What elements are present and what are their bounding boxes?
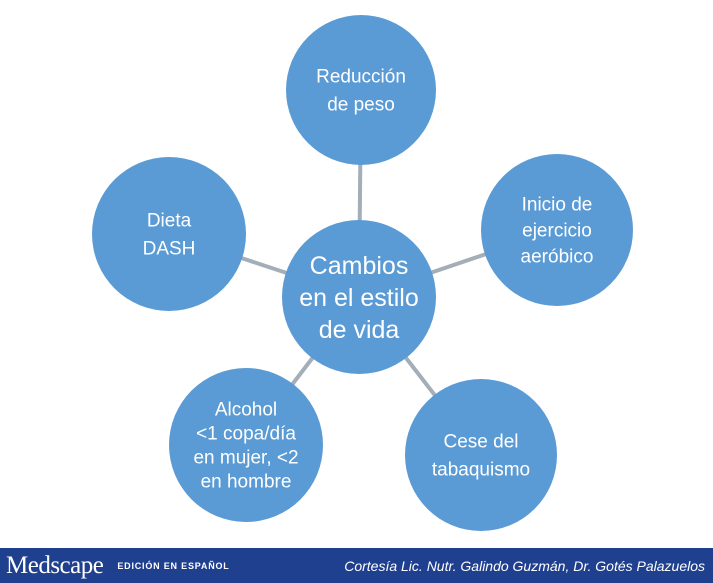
- node-peso-circle: [286, 15, 436, 165]
- node-ejercicio-circle: [481, 154, 633, 306]
- node-ejercicio-label-line: Inicio de: [522, 195, 593, 216]
- node-alcohol-circle: [169, 368, 323, 522]
- node-tabaquismo-circle: [405, 379, 557, 531]
- node-dash-label-line: Dieta: [147, 211, 192, 232]
- connector-ejercicio: [429, 251, 488, 275]
- node-ejercicio: Inicio de ejercicio aeróbico: [481, 154, 633, 306]
- node-tabaquismo: Cese del tabaquismo: [405, 379, 557, 531]
- node-peso-label-line: Reducción: [316, 67, 406, 88]
- node-dash-label-line: DASH: [143, 239, 196, 260]
- node-peso: Reducción de peso: [286, 15, 436, 165]
- node-tabaquismo-label: Cese del tabaquismo: [432, 432, 530, 481]
- node-ejercicio-label: Inicio de ejercicio aeróbico: [521, 195, 594, 268]
- node-alcohol-label-line: en mujer, <2: [193, 448, 298, 469]
- edition-label: EDICIÓN EN ESPAÑOL: [117, 560, 230, 571]
- node-alcohol-label-line: <1 copa/día: [196, 424, 296, 445]
- node-ejercicio-label-line: ejercicio: [522, 221, 592, 242]
- connector-alcohol: [289, 355, 316, 387]
- credit-text: Cortesía Lic. Nutr. Galindo Guzmán, Dr. …: [344, 557, 705, 574]
- node-center: Cambios en el estilo de vida: [282, 220, 436, 374]
- node-alcohol-label: Alcohol <1 copa/día en mujer, <2 en hombre: [193, 400, 298, 493]
- connector-peso: [357, 162, 363, 223]
- connector-dash: [239, 255, 289, 276]
- node-center-label-line: en el estilo: [299, 284, 419, 312]
- node-alcohol-label-line: en hombre: [201, 472, 292, 493]
- node-center-circle: [282, 220, 436, 374]
- connector-tabaquismo: [403, 355, 438, 398]
- node-alcohol-label-line: Alcohol: [215, 400, 277, 421]
- node-center-label-line: de vida: [319, 316, 400, 344]
- node-tabaquismo-label-line: tabaquismo: [432, 460, 530, 481]
- node-tabaquismo-label-line: Cese del: [444, 432, 519, 453]
- footer-bar: Medscape EDICIÓN EN ESPAÑOL Cortesía Lic…: [0, 548, 713, 583]
- node-center-label-line: Cambios: [310, 252, 409, 280]
- node-center-label: Cambios en el estilo de vida: [299, 252, 419, 344]
- node-peso-label-line: de peso: [327, 95, 395, 116]
- node-ejercicio-label-line: aeróbico: [521, 247, 594, 268]
- node-alcohol: Alcohol <1 copa/día en mujer, <2 en hombre: [169, 368, 323, 522]
- node-peso-label: Reducción de peso: [316, 67, 406, 116]
- medscape-logo: Medscape: [6, 551, 104, 579]
- node-dash-circle: [92, 157, 246, 311]
